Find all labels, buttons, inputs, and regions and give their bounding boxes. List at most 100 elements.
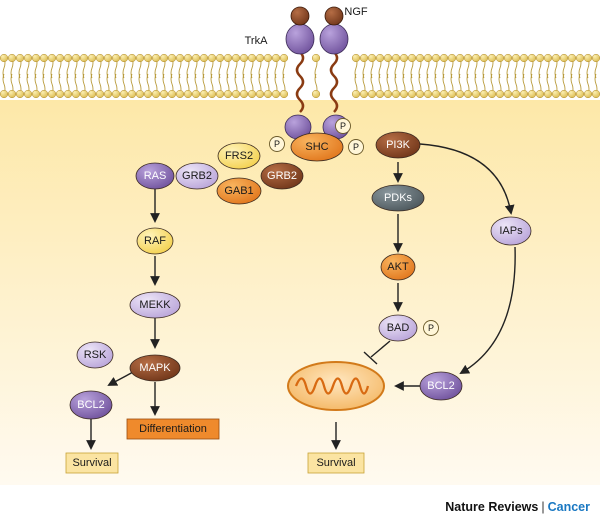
node-mekk: MEKK (129, 291, 181, 319)
lipid-head (423, 53, 433, 63)
lipid-head (191, 89, 201, 99)
node-label-grb2-right: GRB2 (267, 170, 297, 182)
lipid-head (543, 89, 553, 99)
phosphate-label: P (340, 121, 346, 131)
lipid-head (23, 89, 33, 99)
lipid-head (471, 53, 481, 63)
lipid-head (31, 53, 41, 63)
lipid-head (567, 53, 577, 63)
lipid-head (495, 53, 505, 63)
lipid-head (407, 53, 417, 63)
cell-membrane (0, 53, 600, 99)
differentiation-box: Differentiation (126, 418, 220, 440)
node-frs2: FRS2 (217, 142, 261, 170)
cytoplasm (0, 100, 600, 485)
lipid-head (535, 53, 545, 63)
lipid-head (63, 53, 73, 63)
lipid-head (15, 53, 25, 63)
phosphate-marker: P (423, 320, 439, 336)
lipid-head (495, 89, 505, 99)
lipid-head (431, 89, 441, 99)
lipid-head (535, 89, 545, 99)
lipid-head (0, 89, 9, 99)
ngf-ligand (290, 6, 344, 26)
journal-name: Cancer (547, 500, 590, 514)
lipid-head (247, 53, 257, 63)
lipid-head (375, 53, 385, 63)
lipid-head (279, 89, 289, 99)
lipid-head (351, 89, 361, 99)
lipid-head (71, 53, 81, 63)
node-ras: RAS (135, 162, 175, 190)
lipid-head (359, 89, 369, 99)
lipid-head (159, 89, 169, 99)
lipid-head (23, 53, 33, 63)
lipid-head (239, 89, 249, 99)
lipid-head (415, 89, 425, 99)
lipid-head (143, 89, 153, 99)
lipid-head (591, 89, 600, 99)
lipid-head (399, 53, 409, 63)
lipid-head (279, 53, 289, 63)
ngf-label: NGF (344, 6, 368, 18)
node-grb2-left: GRB2 (175, 162, 219, 190)
lipid-head (47, 89, 57, 99)
lipid-head (135, 89, 145, 99)
node-label-pi3k: PI3K (386, 139, 411, 151)
lipid-head (407, 89, 417, 99)
phosphate-marker: P (269, 136, 285, 152)
inhibition-line (363, 340, 391, 365)
lipid-head (215, 53, 225, 63)
lipid-head (551, 53, 561, 63)
lipid-head (127, 89, 137, 99)
lipid-head (591, 53, 600, 63)
lipid-head (455, 89, 465, 99)
lipid-head (575, 53, 585, 63)
lipid-head (439, 53, 449, 63)
node-label-akt: AKT (387, 261, 409, 273)
lipid-head (415, 53, 425, 63)
lipid-head (383, 89, 393, 99)
lipid-head (583, 89, 593, 99)
lipid-head (55, 53, 65, 63)
lipid-head (191, 53, 201, 63)
lipid-head (455, 53, 465, 63)
lipid-head (351, 53, 361, 63)
pathway-arrows (86, 143, 516, 450)
lipid-head (567, 89, 577, 99)
lipid-head (383, 53, 393, 63)
lipid-head (391, 89, 401, 99)
node-bad: BAD (378, 314, 418, 342)
lipid-head (231, 89, 241, 99)
node-label-pdks: PDKs (384, 192, 413, 204)
phosphate-label: P (353, 142, 359, 152)
node-label-bad: BAD (387, 322, 410, 334)
lipid-head (79, 89, 89, 99)
node-pdks: PDKs (371, 184, 425, 212)
lipid-head (103, 89, 113, 99)
node-bcl2-right: BCL2 (419, 371, 463, 401)
lipid-head (479, 89, 489, 99)
lipid-head (239, 53, 249, 63)
lipid-head (63, 89, 73, 99)
node-label-ras: RAS (144, 170, 167, 182)
lipid-head (7, 89, 17, 99)
lipid-head (223, 53, 233, 63)
lipid-head (527, 53, 537, 63)
node-grb2-right: GRB2 (260, 162, 304, 190)
node-label-raf: RAF (144, 235, 166, 247)
node-gab1: GAB1 (216, 177, 262, 205)
lipid-head (367, 89, 377, 99)
lipid-head (47, 53, 57, 63)
footer-credit: Nature Reviews|Cancer (445, 500, 590, 514)
node-label-mapk: MAPK (139, 362, 171, 374)
lipid-head (143, 53, 153, 63)
node-label-grb2-left: GRB2 (182, 170, 212, 182)
lipid-head (215, 89, 225, 99)
lipid-head (55, 89, 65, 99)
node-iaps: IAPs (490, 216, 532, 246)
lipid-head (167, 89, 177, 99)
lipid-head (519, 89, 529, 99)
lipid-head (263, 89, 273, 99)
lipid-head (159, 53, 169, 63)
